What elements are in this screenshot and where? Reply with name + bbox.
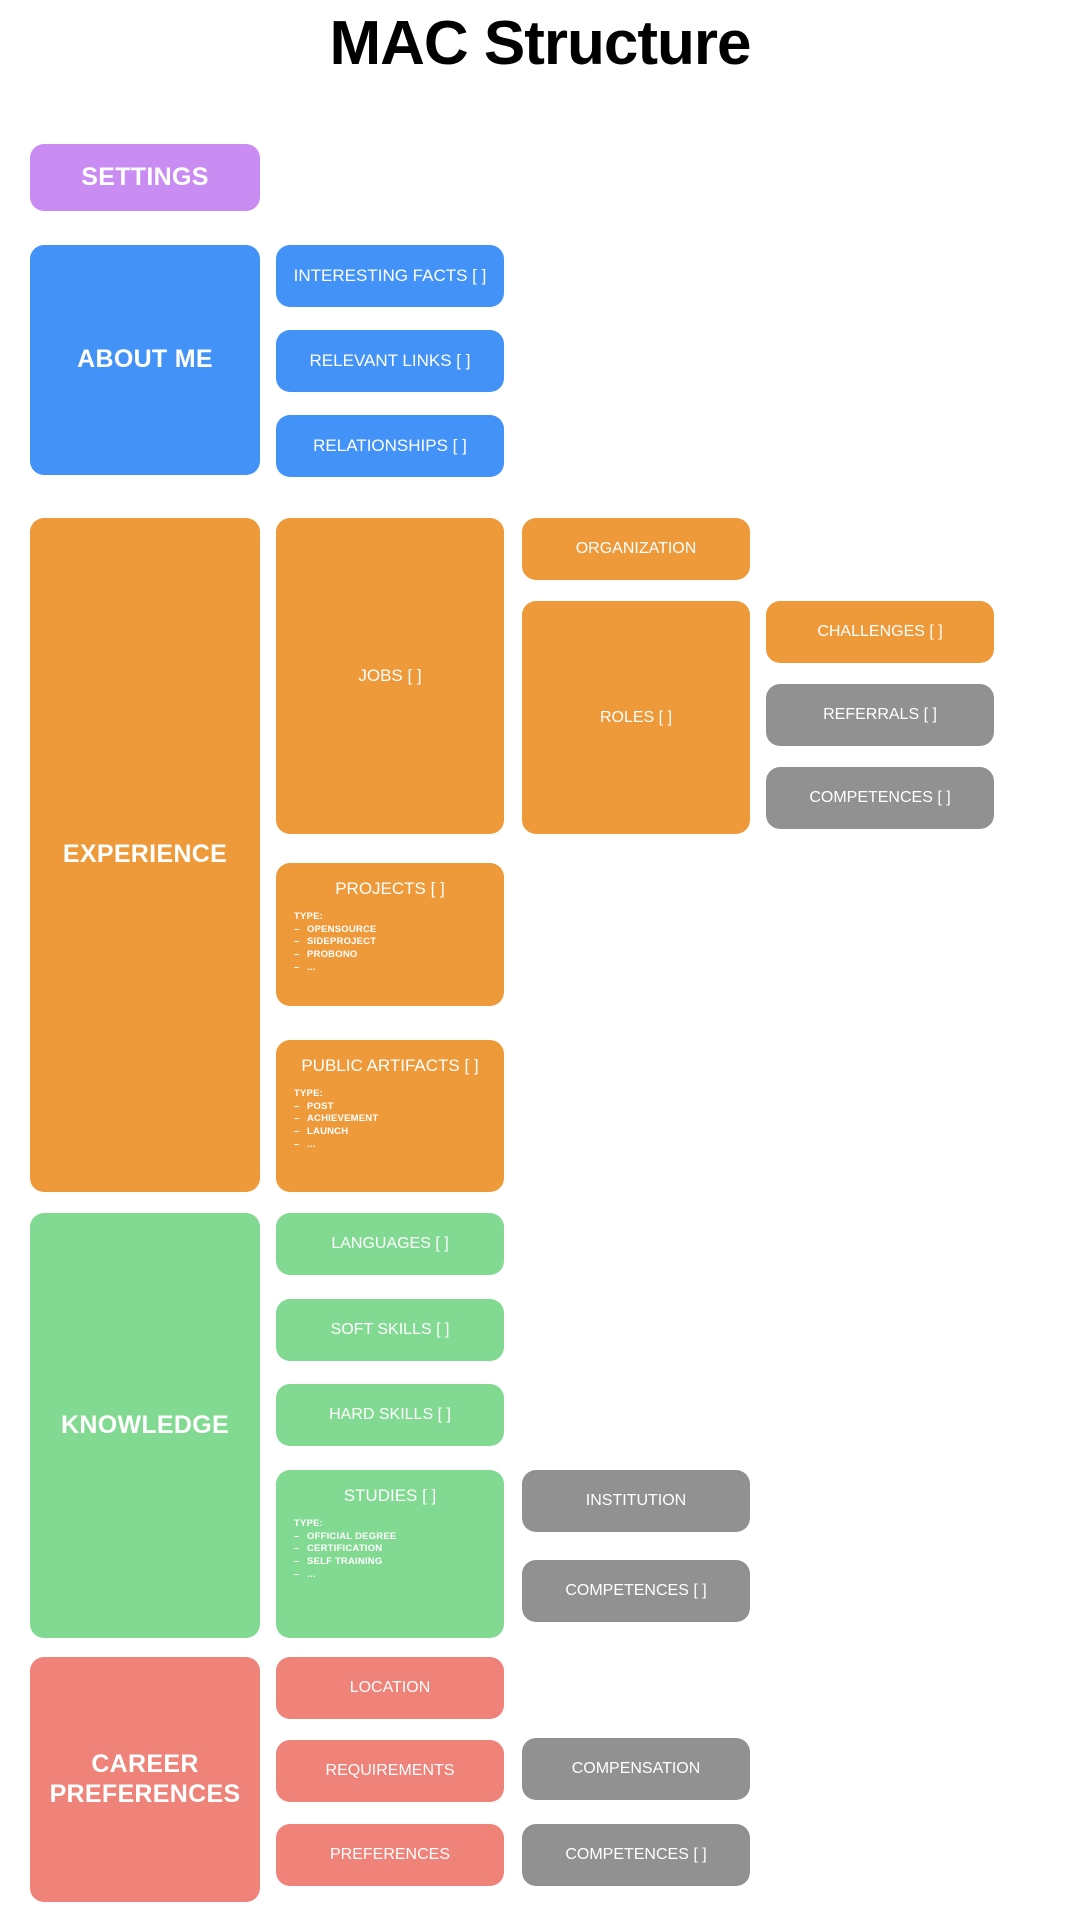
node-referrals-label: REFERRALS [ ] — [823, 706, 937, 723]
type-item: –SELF TRAINING — [294, 1555, 383, 1567]
node-compensation[interactable]: COMPENSATION — [522, 1738, 750, 1800]
type-item: –SIDEPROJECT — [294, 936, 377, 948]
node-hard-skills[interactable]: HARD SKILLS [ ] — [276, 1384, 504, 1446]
type-item: –... — [294, 961, 316, 973]
node-career-competences-label: COMPETENCES [ ] — [565, 1846, 707, 1863]
type-head: TYPE: — [294, 1518, 323, 1529]
node-experience[interactable]: EXPERIENCE — [30, 518, 260, 1192]
node-institution[interactable]: INSTITUTION — [522, 1470, 750, 1532]
type-head: TYPE: — [294, 1088, 323, 1099]
node-knowledge-label: KNOWLEDGE — [61, 1410, 229, 1439]
type-item: –PROBONO — [294, 948, 358, 960]
node-referrals[interactable]: REFERRALS [ ] — [766, 684, 994, 746]
node-hard-skills-label: HARD SKILLS [ ] — [329, 1406, 451, 1423]
node-about-me-label: ABOUT ME — [77, 345, 213, 374]
node-location[interactable]: LOCATION — [276, 1657, 504, 1719]
node-experience-competences-label: COMPETENCES [ ] — [809, 789, 951, 806]
node-experience-competences[interactable]: COMPETENCES [ ] — [766, 767, 994, 829]
node-jobs-label: JOBS [ ] — [358, 666, 422, 685]
node-studies[interactable]: STUDIES [ ] TYPE: –OFFICIAL DEGREE –CERT… — [276, 1470, 504, 1638]
node-challenges[interactable]: CHALLENGES [ ] — [766, 601, 994, 663]
node-studies-type-list: TYPE: –OFFICIAL DEGREE –CERTIFICATION –S… — [276, 1518, 504, 1581]
node-roles-label: ROLES [ ] — [599, 708, 673, 726]
node-soft-skills-label: SOFT SKILLS [ ] — [330, 1321, 450, 1338]
node-interesting-facts-label: INTERESTING FACTS [ ] — [293, 266, 487, 285]
node-relationships[interactable]: RELATIONSHIPS [ ] — [276, 415, 504, 477]
type-item: –OFFICIAL DEGREE — [294, 1530, 397, 1542]
node-studies-label: STUDIES [ ] — [343, 1486, 437, 1505]
node-relevant-links-label: RELEVANT LINKS [ ] — [309, 351, 471, 370]
page-title: MAC Structure — [329, 9, 751, 78]
node-compensation-label: COMPENSATION — [571, 1760, 701, 1777]
type-head: TYPE: — [294, 911, 323, 922]
node-organization[interactable]: ORGANIZATION — [522, 518, 750, 580]
node-location-label: LOCATION — [349, 1679, 431, 1696]
type-item: –POST — [294, 1100, 334, 1112]
node-requirements[interactable]: REQUIREMENTS — [276, 1740, 504, 1802]
type-item: –ACHIEVEMENT — [294, 1113, 379, 1125]
node-knowledge-competences[interactable]: COMPETENCES [ ] — [522, 1560, 750, 1622]
node-requirements-label: REQUIREMENTS — [325, 1762, 455, 1779]
node-settings-label: SETTINGS — [81, 162, 209, 191]
type-item: –LAUNCH — [294, 1125, 349, 1137]
node-projects-label: PROJECTS [ ] — [335, 879, 445, 898]
node-career-preferences[interactable]: CAREER PREFERENCES — [30, 1657, 260, 1902]
node-relationships-label: RELATIONSHIPS [ ] — [313, 436, 467, 455]
node-public-artifacts-type-list: TYPE: –POST –ACHIEVEMENT –LAUNCH –... — [276, 1088, 504, 1151]
node-settings[interactable]: SETTINGS — [30, 144, 260, 211]
node-institution-label: INSTITUTION — [585, 1492, 687, 1509]
node-relevant-links[interactable]: RELEVANT LINKS [ ] — [276, 330, 504, 392]
node-organization-label: ORGANIZATION — [575, 540, 697, 557]
node-interesting-facts[interactable]: INTERESTING FACTS [ ] — [276, 245, 504, 307]
type-item: –... — [294, 1138, 316, 1150]
node-languages-label: LANGUAGES [ ] — [331, 1235, 449, 1252]
node-career-competences[interactable]: COMPETENCES [ ] — [522, 1824, 750, 1886]
node-preferences-label: PREFERENCES — [329, 1846, 451, 1863]
node-career-preferences-label: CAREER PREFERENCES — [49, 1750, 241, 1808]
node-preferences[interactable]: PREFERENCES — [276, 1824, 504, 1886]
type-item: –... — [294, 1568, 316, 1580]
type-item: –CERTIFICATION — [294, 1543, 383, 1555]
node-knowledge-competences-label: COMPETENCES [ ] — [565, 1582, 707, 1599]
node-about-me[interactable]: ABOUT ME — [30, 245, 260, 475]
node-languages[interactable]: LANGUAGES [ ] — [276, 1213, 504, 1275]
node-public-artifacts[interactable]: PUBLIC ARTIFACTS [ ] TYPE: –POST –ACHIEV… — [276, 1040, 504, 1192]
node-projects-type-list: TYPE: –OPENSOURCE –SIDEPROJECT –PROBONO … — [276, 911, 504, 974]
node-projects[interactable]: PROJECTS [ ] TYPE: –OPENSOURCE –SIDEPROJ… — [276, 863, 504, 1006]
node-knowledge[interactable]: KNOWLEDGE — [30, 1213, 260, 1638]
node-roles[interactable]: ROLES [ ] — [522, 601, 750, 834]
node-challenges-label: CHALLENGES [ ] — [817, 623, 943, 640]
node-soft-skills[interactable]: SOFT SKILLS [ ] — [276, 1299, 504, 1361]
node-jobs[interactable]: JOBS [ ] — [276, 518, 504, 834]
type-item: –OPENSOURCE — [294, 923, 377, 935]
node-public-artifacts-label: PUBLIC ARTIFACTS [ ] — [301, 1056, 479, 1075]
node-experience-label: EXPERIENCE — [62, 840, 228, 869]
